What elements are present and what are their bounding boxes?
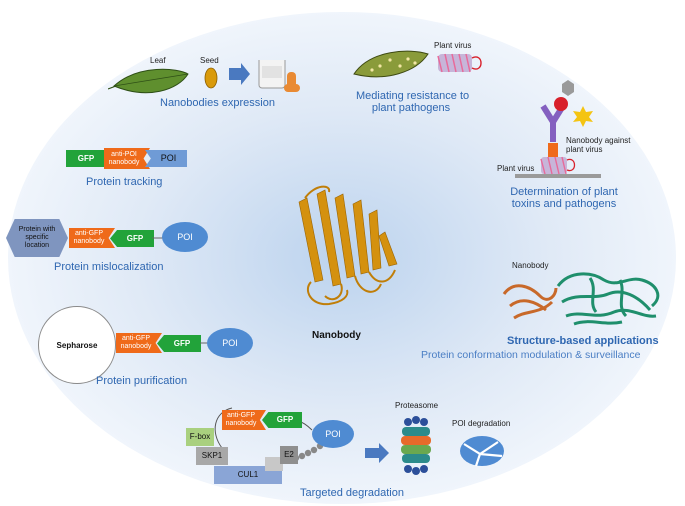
degradation-caption: Targeted degradation (300, 487, 404, 499)
skp1-block: SKP1 (196, 447, 228, 465)
nanobody-icon (548, 143, 558, 157)
anti-poi-line2: nanobody (108, 158, 140, 166)
resistance-illustration (353, 50, 482, 78)
gfp-tag: GFP (262, 412, 302, 428)
determination-caption-line2: toxins and pathogens (511, 198, 617, 210)
mislocalization-caption: Protein mislocalization (54, 261, 164, 273)
structure-nanobody-label: Nanobody (512, 261, 549, 270)
expression-illustration (108, 60, 300, 94)
anti-poi-nanobody: anti-POI nanobody (104, 148, 150, 169)
plant-virus-icon (437, 53, 482, 73)
gfp-tag: GFP (110, 230, 154, 247)
toxin-icons (562, 80, 593, 127)
degraded-poi-icon (460, 436, 504, 467)
plant-virus-label: Plant virus (434, 41, 472, 50)
deg-nb-line1: anti-GFP (226, 412, 255, 419)
structure-subcaption: Protein conformation modulation & survei… (421, 349, 641, 361)
antibody-icon (540, 97, 568, 142)
bottle-icon (258, 60, 286, 89)
poi-ellipse: POI (312, 420, 354, 448)
poi-degradation-label: POI degradation (452, 419, 511, 428)
nanobody-structure-icon (298, 185, 398, 306)
expression-caption: Nanobodies expression (160, 97, 275, 109)
anti-gfp-nanobody: anti-GFP nanobody (116, 333, 162, 353)
proteasome-icon (401, 416, 431, 475)
rbx-block (265, 457, 283, 471)
seed-label: Seed (200, 56, 219, 65)
sepharose-bead: Sepharose (38, 306, 116, 384)
purification-caption: Protein purification (96, 375, 188, 387)
seed-icon (204, 67, 218, 89)
resistance-caption-line1: Mediating resistance to (356, 90, 470, 102)
surface-plate (515, 174, 601, 178)
location-line2: specific (25, 234, 49, 241)
pills-icon (284, 72, 300, 92)
location-line1: Protein with (18, 226, 56, 233)
determination-virus-label: Plant virus (497, 164, 535, 173)
fbox-block: F-box (186, 428, 214, 446)
location-line3: location (24, 242, 50, 249)
nanobody-against-label-line2: plant virus (566, 145, 603, 154)
location-protein: Protein with specific location (6, 219, 68, 257)
structure-caption: Structure-based applications (507, 335, 659, 347)
anti-gfp-nanobody: anti-GFP nanobody (222, 410, 266, 430)
plant-virus-icon (540, 156, 576, 175)
determination-caption-line1: Determination of plant (510, 186, 618, 198)
nanobody-against-label-line1: Nanobody against (566, 136, 631, 145)
target-protein-ribbon (556, 272, 660, 326)
infected-leaf-icon (353, 50, 429, 78)
anti-poi-line1: anti-POI (111, 150, 137, 158)
purif-nb-line2: nanobody (120, 343, 152, 350)
purif-nb-line1: anti-GFP (121, 335, 150, 342)
structure-complex-icon (502, 272, 660, 326)
gfp-tag: GFP (66, 150, 106, 167)
anti-gfp-line1: anti-GFP (74, 230, 103, 237)
nanobody-center-label: Nanobody (312, 330, 361, 341)
degradation-arrow-icon (365, 443, 389, 463)
poi-ellipse: POI (207, 328, 253, 358)
gfp-tag: GFP (157, 335, 201, 352)
nanobody-ribbon (502, 284, 558, 320)
tracking-caption: Protein tracking (86, 176, 163, 188)
poi-ellipse: POI (162, 222, 208, 252)
nanobody-against-virus-label: Nanobody against plant virus (566, 136, 631, 154)
arrow-icon (229, 63, 250, 85)
proteasome-label: Proteasome (395, 401, 439, 410)
resistance-caption: Mediating resistance to plant pathogens (356, 90, 470, 114)
determination-illustration (515, 80, 601, 178)
anti-gfp-nanobody: anti-GFP nanobody (69, 228, 115, 248)
resistance-caption-line2: plant pathogens (371, 102, 451, 114)
determination-caption: Determination of plant toxins and pathog… (502, 186, 626, 210)
leaf-label: Leaf (150, 56, 166, 65)
leaf-icon (108, 68, 189, 94)
e2-block: E2 (280, 446, 298, 464)
anti-gfp-line2: nanobody (73, 238, 105, 245)
poi-block: POI (145, 150, 187, 167)
deg-nb-line2: nanobody (225, 420, 257, 427)
